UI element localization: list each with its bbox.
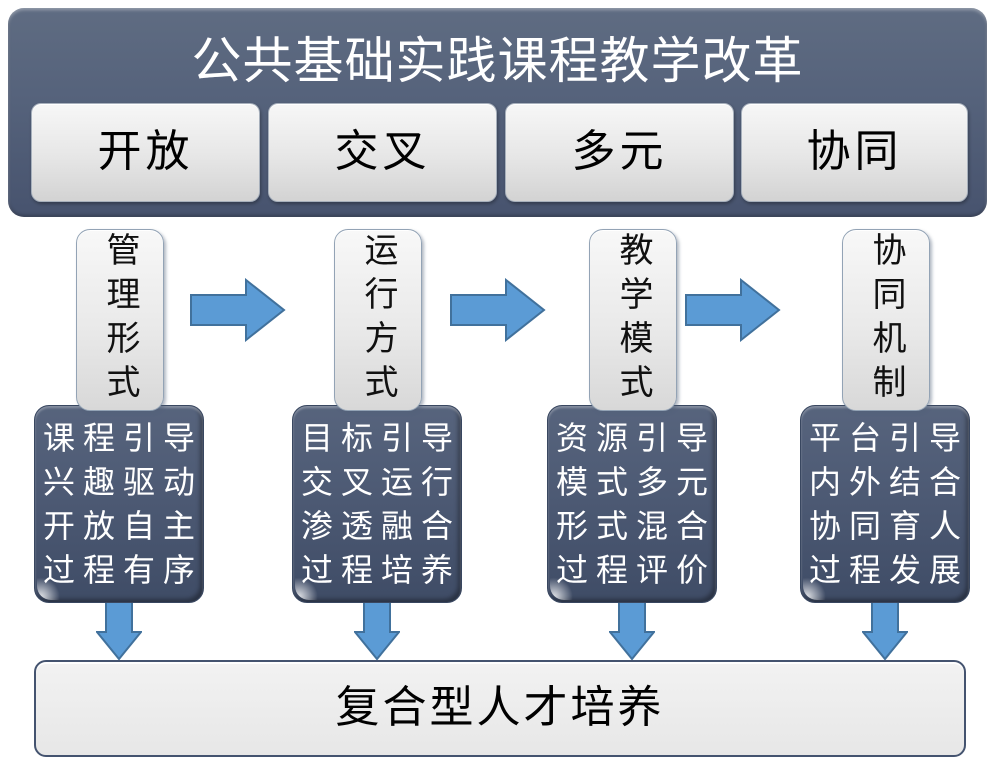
panel-line: 渗透融合 (301, 507, 462, 545)
down-arrow-icon (96, 599, 142, 661)
bottom-result-box: 复合型人才培养 (34, 660, 966, 757)
tag-diverse: 多元 (505, 103, 734, 202)
tab-operation-mode: 运行方式 (334, 229, 422, 411)
panel-management-form: 课程引导 兴趣驱动 开放自主 过程有序 (34, 405, 204, 603)
down-arrow-shape (354, 599, 400, 661)
down-arrow-shape (609, 599, 655, 661)
down-arrow-shape (96, 599, 142, 661)
down-arrow-icon (609, 599, 655, 661)
diagram-title: 公共基础实践课程教学改革 (191, 33, 804, 89)
tag-collaborative: 协同 (741, 103, 968, 202)
down-arrow-icon (862, 599, 908, 661)
header-panel: 公共基础实践课程教学改革 开放 交叉 多元 协同 (8, 8, 987, 217)
right-arrow-icon (190, 278, 286, 342)
tag-cross: 交叉 (268, 103, 497, 202)
down-arrow-icon (354, 599, 400, 661)
panel-line: 模式多元 (556, 463, 717, 501)
tab-teaching-model: 教学模式 (589, 229, 677, 411)
right-arrow-icon (685, 278, 781, 342)
panel-line: 平台引导 (809, 419, 970, 457)
right-arrow-icon (450, 278, 546, 342)
panel-line: 过程评价 (556, 551, 717, 589)
panel-line: 兴趣驱动 (43, 463, 204, 501)
panel-line: 目标引导 (301, 419, 462, 457)
panel-line: 协同育人 (809, 507, 970, 545)
tab-label: 运行方式 (359, 232, 397, 408)
right-arrow-shape (190, 278, 286, 342)
panel-line: 交叉运行 (301, 463, 462, 501)
panel-operation-mode: 目标引导 交叉运行 渗透融合 过程培养 (292, 405, 462, 603)
tab-label: 教学模式 (614, 232, 652, 408)
down-arrow-shape (862, 599, 908, 661)
panel-line: 资源引导 (556, 419, 717, 457)
right-arrow-shape (685, 278, 781, 342)
tab-collaboration-mechanism: 协同机制 (842, 229, 930, 411)
panel-line: 过程培养 (301, 551, 462, 589)
tab-management-form: 管理形式 (76, 229, 164, 411)
tag-open: 开放 (31, 103, 260, 202)
tab-label: 协同机制 (867, 232, 905, 408)
panel-collaboration-mechanism: 平台引导 内外结合 协同育人 过程发展 (800, 405, 970, 603)
panel-line: 形式混合 (556, 507, 717, 545)
bottom-result-label: 复合型人才培养 (335, 683, 665, 732)
tab-label: 管理形式 (101, 232, 139, 408)
panel-line: 过程发展 (809, 551, 970, 589)
panel-teaching-model: 资源引导 模式多元 形式混合 过程评价 (547, 405, 717, 603)
right-arrow-shape (450, 278, 546, 342)
panel-line: 内外结合 (809, 463, 970, 501)
panel-line: 开放自主 (43, 507, 204, 545)
panel-line: 过程有序 (43, 551, 204, 589)
panel-line: 课程引导 (43, 419, 204, 457)
